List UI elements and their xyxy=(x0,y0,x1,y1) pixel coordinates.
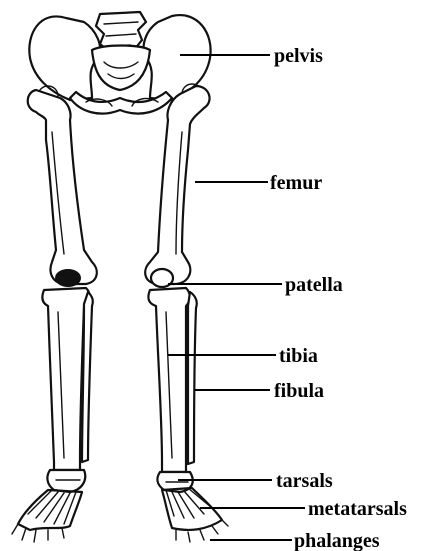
label-tibia: tibia xyxy=(279,345,318,367)
patella-drawing xyxy=(56,269,173,287)
label-pelvis: pelvis xyxy=(274,45,323,67)
metatarsals-drawing xyxy=(18,488,222,530)
tibia-drawing xyxy=(42,288,189,472)
label-phalanges: phalanges xyxy=(294,530,380,551)
label-femur: femur xyxy=(270,172,322,194)
label-metatarsals: metatarsals xyxy=(308,498,407,520)
label-tarsals: tarsals xyxy=(276,470,333,492)
label-fibula: fibula xyxy=(274,380,324,402)
femur-drawing xyxy=(28,86,210,284)
label-patella: patella xyxy=(285,274,343,296)
